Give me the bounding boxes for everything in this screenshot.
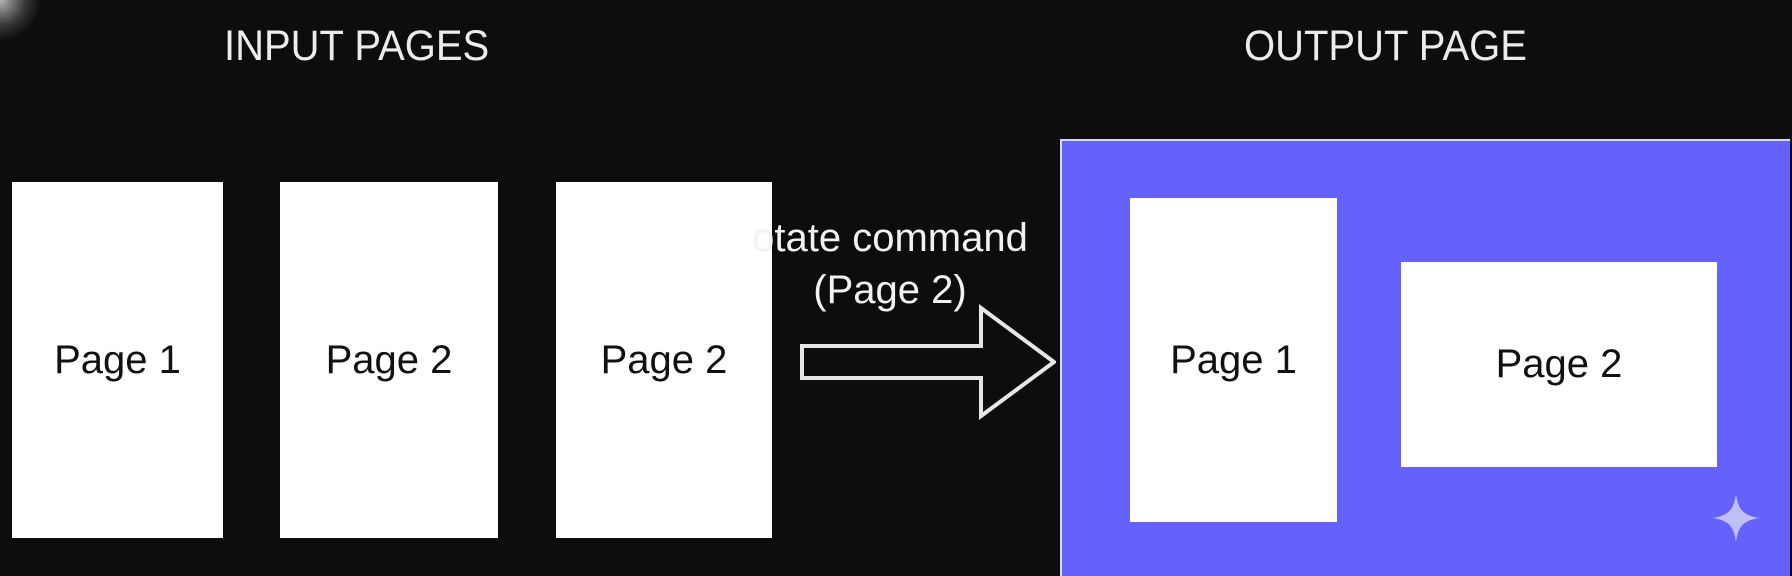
page-label: Page 1 [54, 337, 181, 382]
command-line-2: (Page 2) [813, 268, 967, 312]
arrow-right-icon [800, 304, 1056, 420]
input-pages-heading: INPUT PAGES [224, 22, 490, 70]
rotate-command-label: otate command (Page 2) [745, 212, 1035, 316]
input-page-card: Page 2 [280, 182, 498, 538]
sparkle-icon [1712, 494, 1760, 542]
page-label: Page 2 [600, 337, 728, 382]
output-page-heading: OUTPUT PAGE [1244, 22, 1527, 70]
page-label: Page 2 [1495, 342, 1623, 386]
page-label: Page 2 [325, 337, 453, 382]
command-line-1: otate command [752, 216, 1028, 260]
output-page-card-landscape: Page 2 [1401, 262, 1717, 467]
output-page-card-portrait: Page 1 [1130, 198, 1337, 522]
input-page-card: Page 1 [12, 182, 223, 538]
input-page-card: Page 2 [556, 182, 772, 538]
corner-glow-decoration [0, 0, 40, 40]
page-label: Page 1 [1170, 337, 1297, 382]
